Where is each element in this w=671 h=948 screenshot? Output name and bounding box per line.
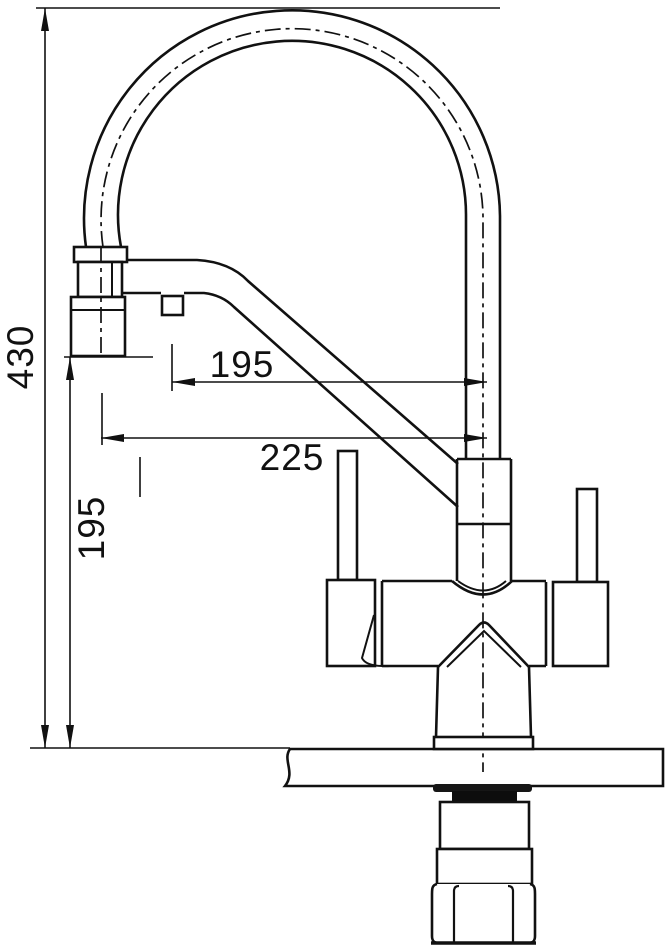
cone-outer-edge	[437, 621, 530, 668]
dimension-spout-reach: 195	[171, 344, 487, 391]
mounting-nut-lower	[435, 847, 534, 886]
dimension-label-430: 430	[0, 325, 41, 390]
connector-hex-lines	[452, 884, 515, 943]
spout-inner-edge	[116, 39, 468, 459]
under-counter-mounting	[430, 784, 537, 945]
dimension-label-195-vertical: 195	[71, 496, 112, 561]
mounting-nut-upper	[438, 800, 531, 851]
column-outline	[455, 457, 513, 581]
base-cone	[432, 621, 535, 751]
arrowhead-down-icon	[41, 725, 49, 748]
faucet-body	[325, 449, 610, 668]
arrowhead-left-icon	[172, 378, 195, 386]
spout-centerline	[100, 27, 484, 772]
column-dome-inner	[457, 580, 507, 592]
arrowhead-right-icon	[464, 378, 487, 386]
arrowhead-up-icon	[41, 8, 49, 31]
dimension-spray-head-reach: 225	[101, 393, 487, 497]
cone-inner-edge	[446, 629, 522, 668]
rubber-gasket	[452, 791, 517, 803]
metal-washer	[433, 784, 532, 792]
arrowhead-left-icon	[101, 434, 124, 442]
arrowhead-down-icon	[66, 725, 74, 748]
hose-connector-cap	[430, 882, 537, 945]
arrowhead-right-icon	[464, 434, 487, 442]
body-outline	[380, 579, 548, 668]
arrowhead-up-icon	[66, 357, 74, 380]
right-valve-block	[551, 580, 610, 668]
dimension-spout-height: 195	[64, 356, 153, 748]
left-valve-block	[325, 578, 377, 668]
column-dome-outer	[451, 580, 513, 596]
dimension-overall-height: 430	[0, 7, 500, 749]
spout-outer-edge	[82, 9, 502, 459]
spray-head-body	[69, 295, 127, 358]
spray-head-neck	[76, 260, 124, 299]
spray-head	[69, 245, 129, 358]
mounting-flange	[432, 735, 535, 751]
riser-column	[451, 457, 513, 596]
dimension-label-225: 225	[260, 437, 325, 478]
right-handle-lever	[575, 487, 599, 584]
countertop-hatched-slab	[282, 747, 665, 788]
arm-top-edge	[127, 258, 459, 465]
angled-spout-arm	[122, 258, 459, 508]
gooseneck-spout-tube	[82, 9, 502, 772]
countertop-section	[282, 747, 665, 788]
shank-sides	[434, 666, 533, 738]
aerator-outlet	[160, 294, 185, 317]
left-handle-lever	[336, 449, 359, 582]
dimension-label-195-horizontal: 195	[210, 344, 275, 385]
arm-bottom-edge	[122, 291, 459, 508]
